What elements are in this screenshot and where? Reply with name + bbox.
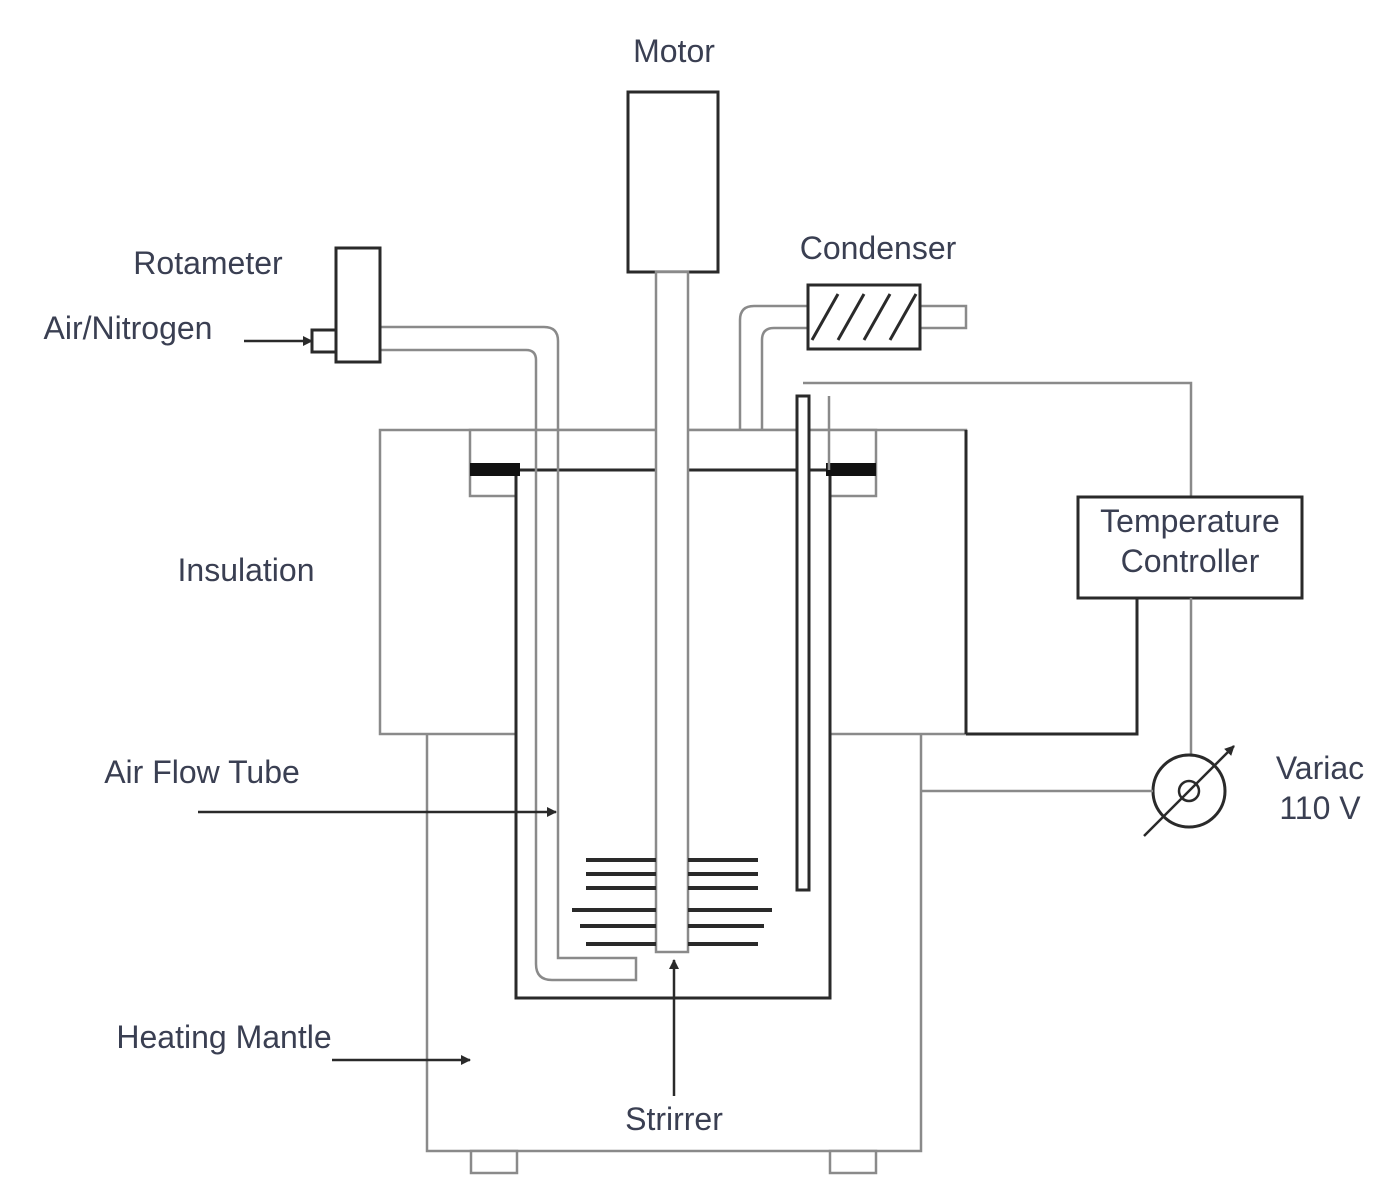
label-air-flow-tube: Air Flow Tube (104, 754, 300, 790)
temperature-controller (1076, 495, 1304, 600)
thermocouple-wire (809, 381, 1193, 497)
variac-adjust-arrow (1143, 745, 1235, 837)
controller-to-insulation-wire (966, 598, 1139, 736)
thermocouple-probe (795, 394, 811, 892)
label-stirrer: Strirrer (625, 1101, 723, 1137)
condenser-outlet (918, 304, 968, 330)
stirrer-shaft (654, 270, 690, 954)
lid-gasket-left (470, 463, 520, 476)
label-air-nitrogen: Air/Nitrogen (44, 310, 213, 346)
variac-inner (1177, 779, 1201, 803)
mantle-foot-right (828, 1149, 878, 1175)
condenser-coils (810, 293, 918, 341)
label-variac-line1: Variac (1276, 750, 1364, 786)
label-temperature-controller-line1: Temperature (1100, 503, 1280, 539)
label-variac-line2: 110 V (1279, 790, 1361, 826)
label-insulation: Insulation (178, 552, 315, 588)
label-heating-mantle: Heating Mantle (116, 1019, 331, 1055)
rotameter-inlet-fitting (310, 328, 338, 354)
lid-gasket-right (826, 463, 876, 476)
label-temperature-controller-line2: Controller (1121, 543, 1260, 579)
stirrer-blades (572, 858, 772, 946)
label-condenser: Condenser (800, 230, 957, 266)
rotameter (334, 246, 382, 364)
label-motor: Motor (633, 33, 715, 69)
air-flow-tube-outer (380, 325, 638, 982)
label-rotameter: Rotameter (133, 245, 283, 281)
condenser-pipe (738, 304, 810, 430)
mantle-foot-left (469, 1149, 519, 1175)
motor (626, 90, 720, 274)
